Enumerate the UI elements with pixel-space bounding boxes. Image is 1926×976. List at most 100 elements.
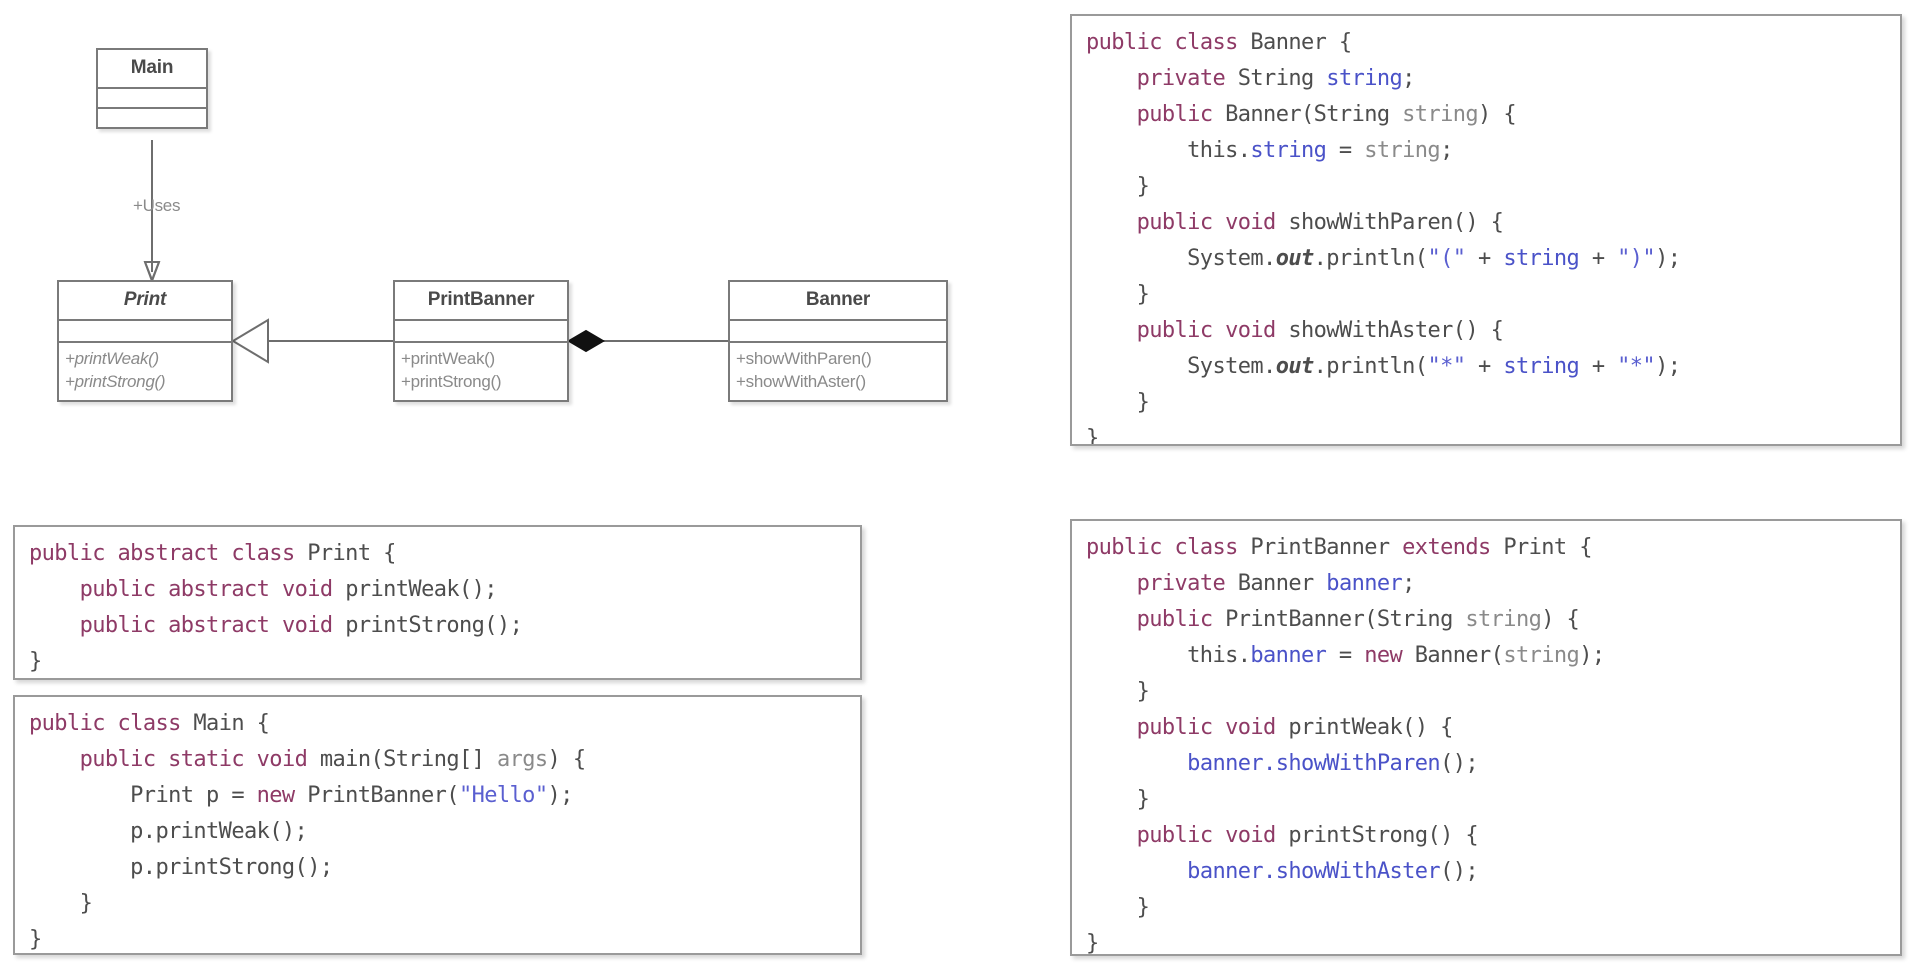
code-token: ) { (1541, 607, 1580, 632)
code-line: private String string; (1086, 61, 1890, 97)
code-token: string (1326, 66, 1403, 91)
code-token: ); (547, 783, 573, 808)
composition-diamond (567, 329, 605, 353)
uml-class-name-main: Main (98, 50, 206, 89)
code-token (1086, 715, 1137, 740)
code-token: p.printStrong(); (29, 855, 333, 880)
code-token: + (1465, 354, 1504, 379)
code-token: string (1465, 607, 1542, 632)
code-token: new (1364, 643, 1403, 668)
code-token: "(" (1427, 246, 1466, 271)
code-token (1212, 210, 1225, 235)
code-token: Banner( (1402, 643, 1504, 668)
code-token: } (1086, 426, 1099, 446)
code-block-print[interactable]: public abstract class Print { public abs… (13, 525, 862, 680)
code-token: + (1579, 354, 1618, 379)
code-line: } (1086, 890, 1890, 926)
code-token: public (29, 541, 105, 566)
uml-class-diagram: Main +Uses Print +printWeak() +printStro… (0, 0, 1020, 470)
code-line: public void showWithAster() { (1086, 313, 1890, 349)
code-line: p.printStrong(); (29, 850, 850, 886)
uml-class-main[interactable]: Main (96, 48, 208, 129)
code-token (269, 577, 282, 602)
code-token: public (79, 747, 156, 772)
code-token: out (1275, 354, 1315, 379)
uml-attributes-print (59, 321, 231, 343)
code-token: (); (1440, 859, 1479, 884)
code-token: = (1326, 138, 1365, 163)
code-line: } (29, 644, 850, 678)
uml-class-banner[interactable]: Banner +showWithParen() +showWithAster() (728, 280, 948, 402)
code-token: Banner { (1237, 30, 1352, 55)
code-line: public void printWeak() { (1086, 710, 1890, 746)
code-token: public (1136, 102, 1213, 127)
code-line: } (29, 922, 850, 953)
code-token: "*" (1617, 354, 1656, 379)
uml-operation: +printStrong() (65, 372, 166, 392)
uml-class-printbanner[interactable]: PrintBanner +printWeak() +printStrong() (393, 280, 569, 402)
uml-operations-main (98, 109, 206, 127)
uml-operation: +showWithAster() (736, 372, 866, 392)
code-token: "*" (1427, 354, 1466, 379)
code-token: class (1174, 535, 1239, 560)
uml-attributes-printbanner (395, 321, 567, 343)
code-token (155, 613, 168, 638)
code-token: } (29, 927, 42, 952)
code-token: } (1086, 174, 1150, 199)
code-token (1086, 823, 1137, 848)
code-token (219, 541, 232, 566)
code-token: private (1136, 66, 1226, 91)
code-token: showWithAster() { (1275, 318, 1504, 343)
code-token: ); (1655, 354, 1681, 379)
uml-class-name-printbanner: PrintBanner (395, 282, 567, 321)
code-token (155, 577, 168, 602)
code-token: class (231, 541, 295, 566)
code-token: ) { (1478, 102, 1517, 127)
generalization-arrowhead (231, 318, 269, 364)
code-token (1162, 535, 1175, 560)
code-block-printbanner[interactable]: public class PrintBanner extends Print {… (1070, 519, 1902, 956)
code-token: Banner (1225, 571, 1327, 596)
code-token: PrintBanner (1237, 535, 1403, 560)
uml-operation: +printStrong() (401, 372, 502, 392)
code-line: } (1086, 782, 1890, 818)
code-token (29, 747, 80, 772)
code-token: + (1465, 246, 1504, 271)
uml-attributes-main (98, 89, 206, 109)
code-token: } (1086, 787, 1150, 812)
code-line: Print p = new PrintBanner("Hello"); (29, 778, 850, 814)
code-token: main(String[] (307, 747, 497, 772)
code-block-banner[interactable]: public class Banner { private String str… (1070, 14, 1902, 446)
code-token: p.printWeak(); (29, 819, 308, 844)
code-token: public (1136, 715, 1213, 740)
code-token: ; (1402, 571, 1415, 596)
code-token: abstract (168, 577, 270, 602)
code-token: extends (1402, 535, 1491, 560)
code-token (1086, 210, 1137, 235)
code-token: string (1250, 138, 1327, 163)
code-token (1086, 318, 1137, 343)
code-token: System. (1086, 246, 1276, 271)
uml-class-print[interactable]: Print +printWeak() +printStrong() (57, 280, 233, 402)
code-token: string (1402, 102, 1479, 127)
code-token (1086, 751, 1187, 776)
code-token: public (1136, 823, 1213, 848)
code-token (1086, 607, 1137, 632)
code-token: printWeak() { (1275, 715, 1453, 740)
code-token: void (1225, 210, 1276, 235)
code-token: class (1174, 30, 1239, 55)
code-content-printbanner: public class PrintBanner extends Print {… (1072, 521, 1900, 954)
code-token: = (1326, 643, 1365, 668)
code-token: .println( (1313, 246, 1428, 271)
code-line: public Banner(String string) { (1086, 97, 1890, 133)
code-token: .println( (1313, 354, 1428, 379)
uml-operations-printbanner: +printWeak() +printStrong() (395, 343, 567, 400)
code-token: (); (1440, 751, 1479, 776)
code-line: banner.showWithAster(); (1086, 854, 1890, 890)
code-line: } (1086, 277, 1890, 313)
code-block-main[interactable]: public class Main { public static void m… (13, 695, 862, 955)
code-token: banner (1187, 751, 1264, 776)
uses-arrowhead-stroke-a (144, 261, 153, 281)
code-token: public (79, 613, 156, 638)
code-line: public PrintBanner(String string) { (1086, 602, 1890, 638)
